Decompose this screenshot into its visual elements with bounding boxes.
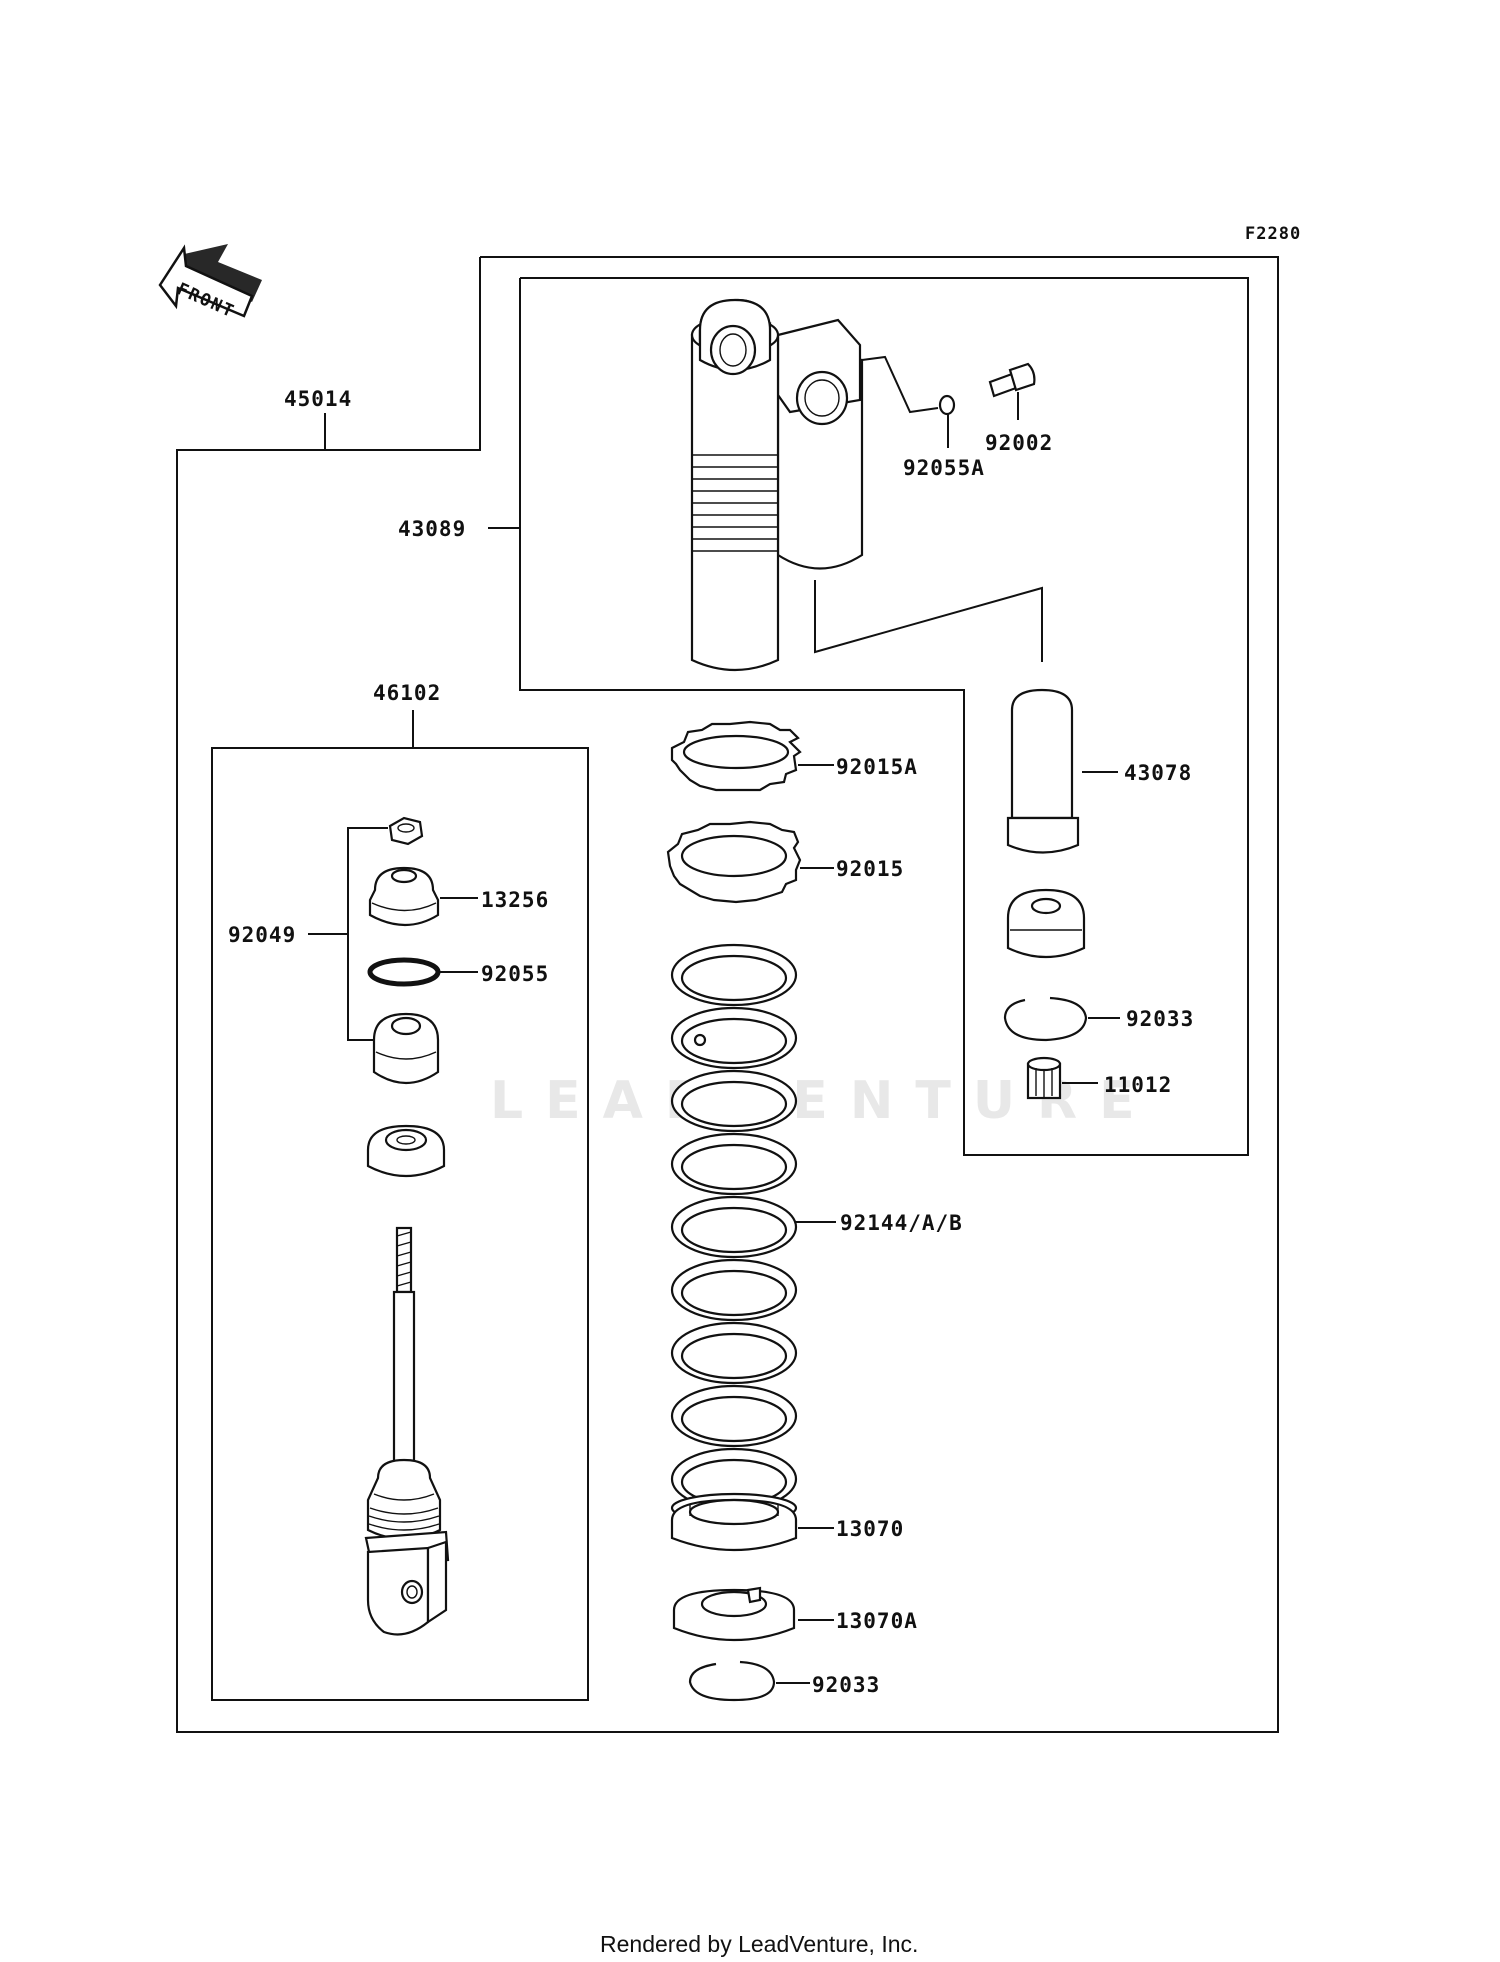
callout-92144: 92144/A/B bbox=[840, 1211, 963, 1235]
bump-stop-cap bbox=[366, 1124, 446, 1178]
circlip-92033-lower bbox=[688, 1660, 776, 1702]
bladder-43078 bbox=[1006, 688, 1080, 854]
o-ring-92055 bbox=[367, 957, 441, 987]
callout-92015: 92015 bbox=[836, 857, 904, 881]
callout-13070A: 13070A bbox=[836, 1609, 918, 1633]
coil-spring-92144 bbox=[670, 943, 798, 1524]
reservoir-cap bbox=[1006, 888, 1086, 959]
callout-46102: 46102 bbox=[373, 681, 441, 705]
callout-43089: 43089 bbox=[398, 517, 466, 541]
needle-bearing-11012 bbox=[1026, 1056, 1062, 1100]
callout-11012: 11012 bbox=[1104, 1073, 1172, 1097]
piston-rod bbox=[364, 1226, 450, 1636]
rod-unit-frame bbox=[211, 747, 589, 1701]
damper-body bbox=[690, 298, 864, 672]
callout-92055A: 92055A bbox=[903, 456, 985, 480]
callout-92015A: 92015A bbox=[836, 755, 918, 779]
callout-92033-lower: 92033 bbox=[812, 1673, 880, 1697]
front-direction-arrow-icon: FRONT bbox=[158, 244, 262, 322]
assembly-frame bbox=[176, 256, 1279, 1733]
circlip-92033-upper bbox=[1003, 996, 1088, 1042]
callout-45014: 45014 bbox=[284, 387, 352, 411]
callout-13070: 13070 bbox=[836, 1517, 904, 1541]
footer-credit: Rendered by LeadVenture, Inc. bbox=[600, 1931, 918, 1957]
bolt-92002 bbox=[988, 362, 1036, 398]
spring-guide-13070 bbox=[670, 1498, 798, 1552]
callout-92055: 92055 bbox=[481, 962, 549, 986]
rubber-bushing-13256 bbox=[368, 866, 440, 926]
lock-nut-92015A bbox=[670, 720, 802, 792]
callout-92033-upper: 92033 bbox=[1126, 1007, 1194, 1031]
nut-92015 bbox=[666, 820, 802, 904]
diagram-code: F2280 bbox=[1245, 224, 1301, 244]
damper-frame bbox=[519, 277, 1249, 1156]
lower-bushing bbox=[372, 1012, 440, 1084]
callout-13256: 13256 bbox=[481, 888, 549, 912]
o-ring-92055A bbox=[938, 394, 956, 416]
callout-92049: 92049 bbox=[228, 923, 296, 947]
spring-guide-13070A bbox=[672, 1586, 796, 1642]
nut bbox=[388, 816, 424, 846]
callout-43078: 43078 bbox=[1124, 761, 1192, 785]
callout-92002: 92002 bbox=[985, 431, 1053, 455]
